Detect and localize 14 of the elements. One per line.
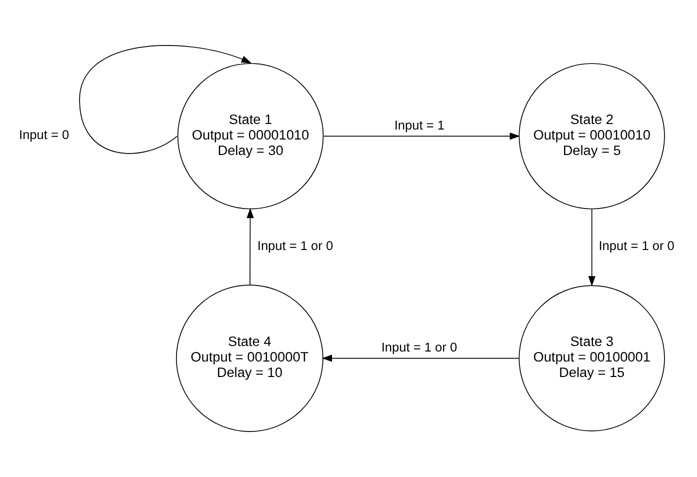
node-circle: State 3 Output = 00100001 Delay = 15 xyxy=(518,285,665,432)
arrow xyxy=(322,354,520,362)
node-circle: State 4 Output = 0010000T Delay = 10 xyxy=(176,284,324,432)
arrow xyxy=(79,45,252,154)
edge-label: Input = 1 xyxy=(394,117,444,132)
node-circle: State 1 Output = 00001010 Delay = 30 xyxy=(177,63,324,210)
arrow xyxy=(323,132,520,140)
arrow xyxy=(246,208,254,286)
edge-label: Input = 1 or 0 xyxy=(257,238,334,253)
edge-label: Input = 0 xyxy=(19,127,70,142)
edge-label: Input = 1 or 0 xyxy=(381,339,458,354)
arrow xyxy=(588,208,596,286)
edge-label: Input = 1 or 0 xyxy=(598,238,674,253)
node-circle: State 2 Output = 00010010 Delay = 5 xyxy=(518,63,665,210)
